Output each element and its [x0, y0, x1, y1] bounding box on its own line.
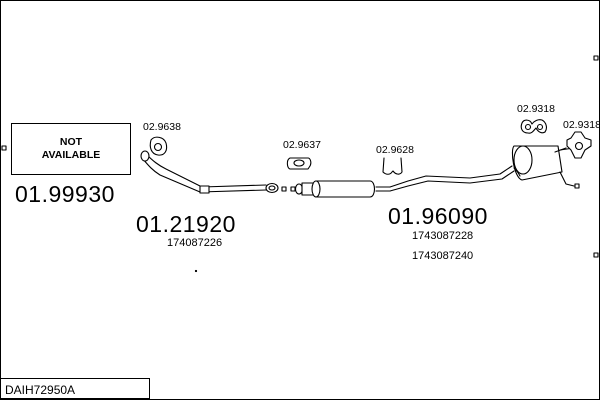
edge-marker-right-top [593, 55, 599, 61]
oe-ref-rear-section-2: 1743087240 [412, 250, 474, 262]
part-number-rear-section[interactable]: 01.96090 [388, 203, 488, 229]
joint-marker-1 [281, 186, 287, 192]
hanger-02-9318-2-shape [566, 131, 592, 159]
clamp-02-9637-shape [286, 157, 312, 170]
hanger-02-9318-1-shape [520, 119, 547, 134]
not-available-line1: NOT [59, 135, 83, 148]
rear-silencer [511, 145, 580, 189]
not-available-box: NOT AVAILABLE [11, 123, 131, 175]
clamp-ref-02-9638[interactable]: 02.9638 [143, 121, 181, 133]
oe-ref-rear-section-1: 1743087228 [412, 230, 474, 242]
middle-silencer [290, 180, 391, 198]
footer-code-box: DAIH72950A [0, 378, 150, 399]
rear-pipe [389, 165, 515, 192]
hanger-ref-02-9318-1[interactable]: 02.9318 [517, 103, 555, 115]
clamp-02-9638-shape [149, 136, 168, 156]
footer-code: DAIH72950A [5, 383, 76, 397]
part-number-not-available[interactable]: 01.99930 [15, 181, 115, 207]
hanger-ref-02-9318-2[interactable]: 02.9318 [563, 119, 600, 131]
front-pipe [140, 150, 287, 194]
edge-marker-left [1, 145, 7, 151]
clamp-02-9628-shape [382, 157, 403, 175]
clamp-ref-02-9637[interactable]: 02.9637 [283, 139, 321, 151]
edge-marker-right-bottom [593, 252, 599, 258]
clamp-ref-02-9628[interactable]: 02.9628 [376, 144, 414, 156]
not-available-line2: AVAILABLE [41, 149, 101, 161]
part-number-front-pipe[interactable]: 01.21920 [136, 211, 236, 237]
oe-ref-front-pipe: 174087226 [167, 237, 223, 249]
